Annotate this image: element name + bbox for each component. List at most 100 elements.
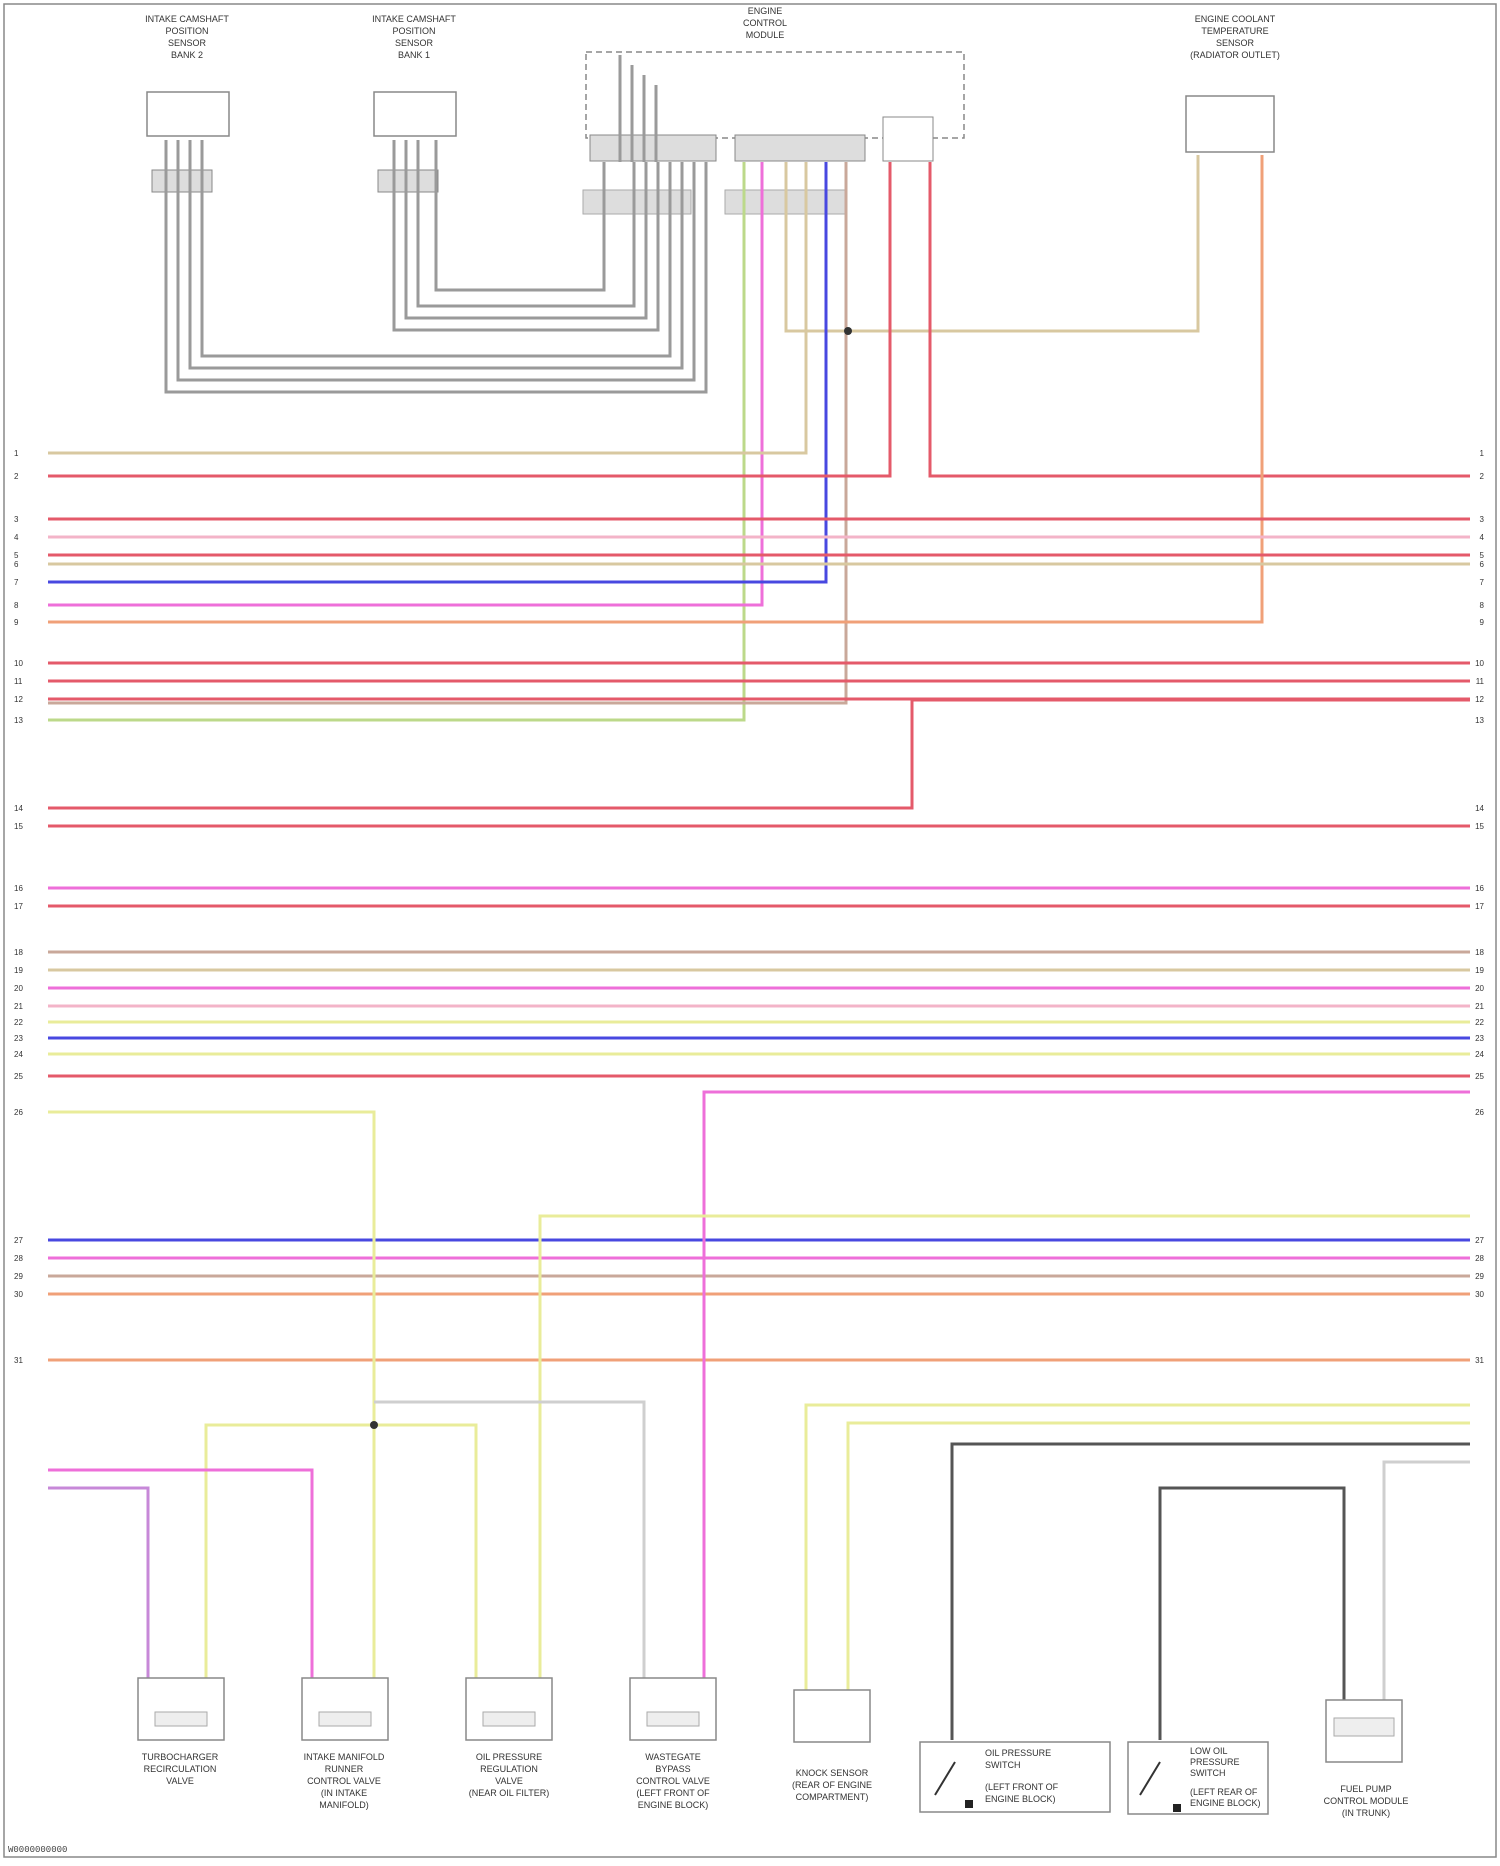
ecm-connector-a (590, 135, 716, 161)
splice-point-2 (370, 1421, 378, 1429)
turbo-recirculation-valve: TURBOCHARGER RECIRCULATION VALVE (138, 1678, 224, 1786)
svg-text:(LEFT FRONT OF: (LEFT FRONT OF (985, 1782, 1059, 1792)
pin-number-right: 17 (1475, 902, 1484, 911)
svg-text:(LEFT FRONT OF: (LEFT FRONT OF (636, 1788, 710, 1798)
svg-text:BYPASS: BYPASS (655, 1764, 690, 1774)
pin-number-left: 31 (14, 1356, 23, 1365)
svg-text:TURBOCHARGER: TURBOCHARGER (142, 1752, 219, 1762)
pin-number-left: 24 (14, 1050, 23, 1059)
bank2-sensor-label-3: SENSOR (168, 38, 207, 48)
pin-number-right: 3 (1480, 515, 1485, 524)
bank2-sensor-body (147, 92, 229, 136)
intake-manifold-runner-valve: INTAKE MANIFOLD RUNNER CONTROL VALVE (IN… (302, 1678, 388, 1810)
pin-number-right: 8 (1480, 601, 1485, 610)
pin-number-left: 10 (14, 659, 23, 668)
pin-number-right: 21 (1475, 1002, 1484, 1011)
pin-number-left: 23 (14, 1034, 23, 1043)
wire-ecm-red-2 (930, 162, 1470, 476)
pin-number-left: 29 (14, 1272, 23, 1281)
pin-number-right: 4 (1480, 533, 1485, 542)
ecm-label-1: ENGINE (748, 6, 783, 16)
pin-number-left: 13 (14, 716, 23, 725)
ecm-label-3: MODULE (746, 30, 785, 40)
svg-text:CONTROL MODULE: CONTROL MODULE (1324, 1796, 1409, 1806)
pin-number-left: 20 (14, 984, 23, 993)
svg-text:PRESSURE: PRESSURE (1190, 1757, 1240, 1767)
pin-number-right: 30 (1475, 1290, 1484, 1299)
pin-number-right: 24 (1475, 1050, 1484, 1059)
pin-number-right: 26 (1475, 1108, 1484, 1117)
svg-text:COMPARTMENT): COMPARTMENT) (796, 1792, 869, 1802)
bank2-intake-sensor: INTAKE CAMSHAFT POSITION SENSOR BANK 2 (145, 14, 229, 192)
wire-b1-3 (418, 140, 634, 306)
pin-number-left: 21 (14, 1002, 23, 1011)
bank1-intake-sensor: INTAKE CAMSHAFT POSITION SENSOR BANK 1 (372, 14, 456, 192)
pin-number-left: 18 (14, 948, 23, 957)
svg-text:WASTEGATE: WASTEGATE (645, 1752, 701, 1762)
pin-number-left: 16 (14, 884, 23, 893)
pin-number-left: 11 (14, 677, 23, 686)
wire-coolant-orange (48, 155, 1262, 622)
pin-number-right: 16 (1475, 884, 1484, 893)
pin-number-right: 31 (1475, 1356, 1484, 1365)
ecm-signal-wires (48, 155, 1470, 720)
pin-number-left: 15 (14, 822, 23, 831)
svg-text:FUEL PUMP: FUEL PUMP (1340, 1784, 1391, 1794)
pin-number-left: 3 (14, 515, 19, 524)
svg-text:SWITCH: SWITCH (1190, 1768, 1226, 1778)
svg-text:MANIFOLD): MANIFOLD) (319, 1800, 369, 1810)
coolant-temp-sensor: ENGINE COOLANT TEMPERATURE SENSOR (RADIA… (1186, 14, 1280, 152)
pin-number-left: 7 (14, 578, 19, 587)
svg-text:VALVE: VALVE (166, 1776, 194, 1786)
oil-pressure-switch: OIL PRESSURE SWITCH (LEFT FRONT OF ENGIN… (920, 1742, 1110, 1812)
pin-number-left: 22 (14, 1018, 23, 1027)
bank1-sensor-label-1: INTAKE CAMSHAFT (372, 14, 456, 24)
svg-text:(IN INTAKE: (IN INTAKE (321, 1788, 367, 1798)
pin-number-left: 28 (14, 1254, 23, 1263)
ecm-connector-b (735, 135, 865, 161)
bank1-sensor-label-2: POSITION (392, 26, 435, 36)
pin-number-right: 25 (1475, 1072, 1484, 1081)
pin-number-left: 26 (14, 1108, 23, 1117)
ecm: ENGINE CONTROL MODULE (583, 6, 964, 214)
pin-number-right: 23 (1475, 1034, 1484, 1043)
splice-point-1 (844, 327, 852, 335)
ecm-pin-block-a (583, 190, 691, 214)
pin-number-right: 1 (1480, 449, 1485, 458)
knock-sensor: KNOCK SENSOR (REAR OF ENGINE COMPARTMENT… (792, 1690, 872, 1802)
pin-number-right: 9 (1480, 618, 1485, 627)
pin-number-left: 25 (14, 1072, 23, 1081)
coolant-sensor-label-4: (RADIATOR OUTLET) (1190, 50, 1280, 60)
pin-number-left: 2 (14, 472, 19, 481)
pin-number-right: 20 (1475, 984, 1484, 993)
svg-text:ENGINE BLOCK): ENGINE BLOCK) (638, 1800, 709, 1810)
pin-number-right: 11 (1476, 677, 1485, 686)
pin-number-left: 6 (14, 560, 19, 569)
diagram-border (4, 4, 1496, 1857)
pin-number-left: 4 (14, 533, 19, 542)
svg-text:(IN TRUNK): (IN TRUNK) (1342, 1808, 1390, 1818)
pin-number-right: 29 (1475, 1272, 1484, 1281)
pin-number-left: 12 (14, 695, 23, 704)
lower-wires (48, 1092, 1470, 1740)
wastegate-valve: WASTEGATE BYPASS CONTROL VALVE (LEFT FRO… (630, 1678, 716, 1810)
pin-number-left: 19 (14, 966, 23, 975)
wire-b1-4 (436, 140, 604, 290)
coolant-sensor-body (1186, 96, 1274, 152)
diagram-code: W0000000000 (8, 1845, 67, 1855)
wire-ecm-green-1 (48, 162, 744, 720)
bank2-sensor-label-1: INTAKE CAMSHAFT (145, 14, 229, 24)
fuel-pump-control-module: FUEL PUMP CONTROL MODULE (IN TRUNK) (1324, 1700, 1409, 1818)
bank1-sensor-label-4: BANK 1 (398, 50, 430, 60)
pin-numbers-left: 1234567891011121314151617181920212223242… (14, 449, 23, 1365)
bank1-sensor-connector (378, 170, 438, 192)
pin-number-left: 17 (14, 902, 23, 911)
low-oil-pressure-switch: LOW OIL PRESSURE SWITCH (LEFT REAR OF EN… (1128, 1742, 1268, 1814)
svg-text:REGULATION: REGULATION (480, 1764, 538, 1774)
pin-number-right: 7 (1480, 578, 1485, 587)
svg-text:(REAR OF ENGINE: (REAR OF ENGINE (792, 1780, 872, 1790)
pin-number-left: 27 (14, 1236, 23, 1245)
oil-pressure-regulation-valve: OIL PRESSURE REGULATION VALVE (NEAR OIL … (466, 1678, 552, 1798)
pin-number-left: 1 (14, 449, 19, 458)
